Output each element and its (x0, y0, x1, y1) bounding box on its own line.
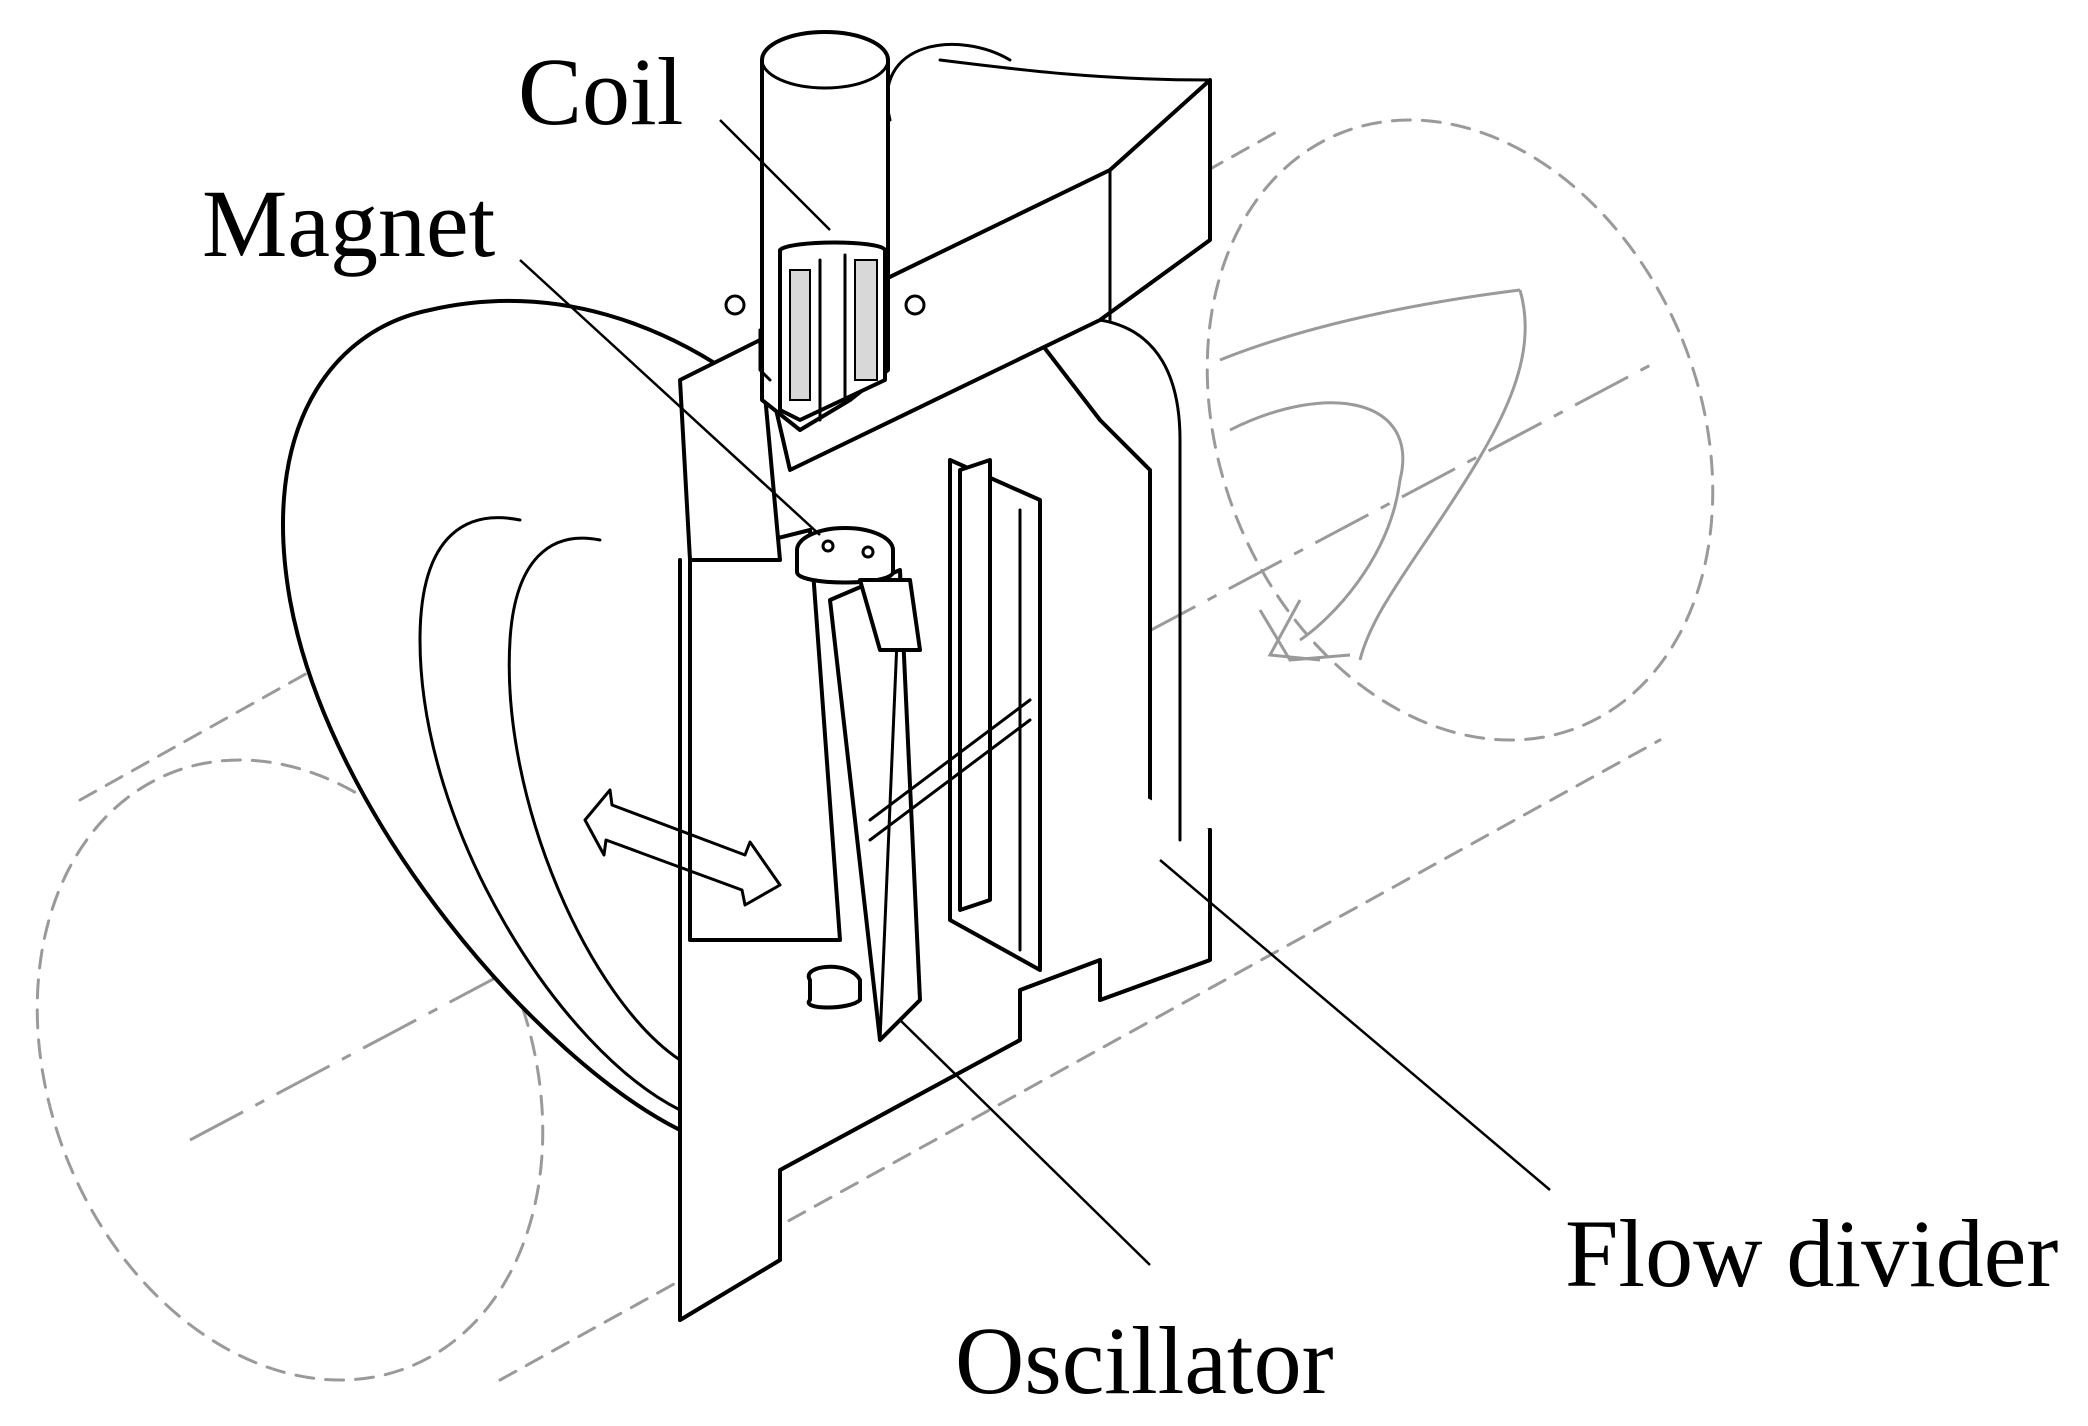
coil-assembly (724, 30, 926, 432)
coil-winding-left (789, 269, 811, 401)
pipe-outlet-end (1205, 118, 1715, 742)
coil-winding-right (854, 259, 878, 381)
leader-lines (519, 119, 1551, 1266)
meter-housing (281, 43, 1212, 1322)
oscillator-leader (899, 1019, 1151, 1266)
flow-divider-leader (1159, 859, 1551, 1191)
coil-leader (719, 119, 831, 231)
magnet-label: Magnet (202, 170, 496, 277)
coil-label: Coil (518, 38, 683, 145)
oscillator-label: Oscillator (955, 1307, 1334, 1414)
oscillation-arrow (583, 788, 782, 907)
flow-divider-label: Flow divider (1565, 1200, 2058, 1307)
flow-vortex-arrow (1219, 288, 1527, 662)
magnet-leader (519, 259, 821, 536)
